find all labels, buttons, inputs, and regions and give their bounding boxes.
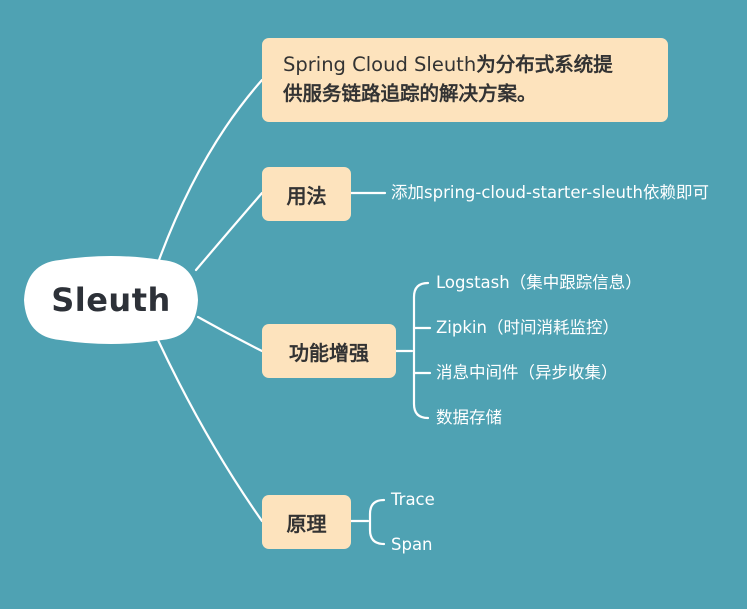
principle-node[interactable]: 原理 [262,495,351,549]
enhancement-node-label: 功能增强 [289,340,369,365]
usage-detail-text[interactable]: 添加spring-cloud-starter-sleuth依赖即可 [391,183,709,202]
principle-item-span[interactable]: Span [391,535,433,554]
connector-root-description [157,78,264,262]
description-node[interactable]: Spring Cloud Sleuth为分布式系统提 供服务链路追踪的解决方案。 [262,38,668,122]
description-line1-text: 为分布式系统提 [476,53,613,76]
principle-item-trace[interactable]: Trace [391,490,435,509]
connector-root-enhancement [196,315,264,353]
usage-node-label: 用法 [286,183,327,208]
usage-node[interactable]: 用法 [262,167,351,221]
description-latin-text: Spring Cloud Sleuth [283,53,477,76]
connector-root-usage [194,191,264,272]
enhancement-node[interactable]: 功能增强 [262,324,396,378]
root-node-shape [24,256,198,344]
description-line2-text: 供服务链路追踪的解决方案。 [283,82,537,105]
connector-enhancement-bracket [412,281,430,420]
enhancement-item-logstash[interactable]: Logstash（集中跟踪信息） [436,273,642,292]
enhancement-item-zipkin[interactable]: Zipkin（时间消耗监控） [436,318,619,337]
enhancement-item-data-storage[interactable]: 数据存储 [436,408,502,427]
connector-principle-bracket [368,498,386,546]
connector-root-principle [156,338,264,523]
principle-node-label: 原理 [286,511,327,536]
enhancement-item-message-middleware[interactable]: 消息中间件（异步收集） [436,363,618,382]
